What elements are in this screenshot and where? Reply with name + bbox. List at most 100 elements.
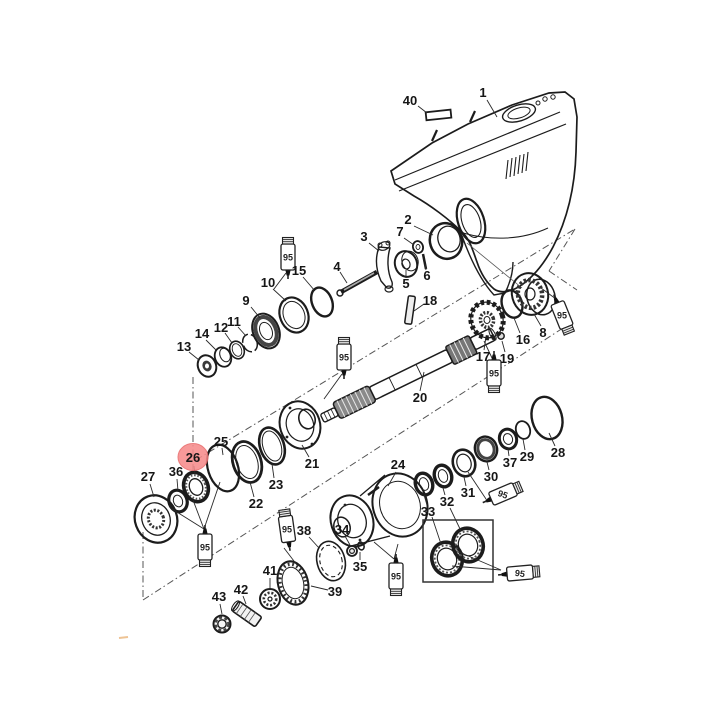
callout-4[interactable]: 4 — [333, 259, 348, 284]
tube-label: 95 — [391, 572, 401, 582]
callout-3[interactable]: 3 — [360, 229, 380, 252]
part-number-label[interactable]: 19 — [500, 351, 514, 366]
part-number-label[interactable]: 6 — [423, 268, 430, 283]
part-number-label[interactable]: 41 — [263, 563, 277, 578]
tube-nozzle — [491, 354, 497, 360]
part-number-label[interactable]: 36 — [169, 464, 183, 479]
tube-nozzle — [285, 270, 291, 276]
callout-34[interactable]: 34 — [335, 522, 351, 546]
part-39-tab-washer — [276, 560, 310, 606]
callout-42[interactable]: 42 — [234, 582, 248, 605]
part-number-label[interactable]: 38 — [297, 523, 311, 538]
callout-17[interactable]: 17 — [476, 336, 490, 364]
tube-nozzle — [286, 541, 292, 548]
part-number-label[interactable]: 37 — [503, 455, 517, 470]
callout-31[interactable]: 31 — [461, 476, 475, 500]
part-22-ring — [230, 440, 264, 484]
callout-21[interactable]: 21 — [301, 444, 319, 471]
callout-16[interactable]: 16 — [513, 317, 530, 347]
callout-30[interactable]: 30 — [484, 461, 498, 484]
part-number-label[interactable]: 20 — [413, 390, 427, 405]
callout-23[interactable]: 23 — [269, 463, 283, 492]
part-number-label[interactable]: 5 — [402, 276, 409, 291]
callout-28[interactable]: 28 — [548, 432, 565, 460]
callout-36[interactable]: 36 — [169, 464, 183, 492]
part-number-label[interactable]: 25 — [214, 434, 228, 449]
callout-10[interactable]: 10 — [261, 275, 287, 302]
part-number-label[interactable]: 10 — [261, 275, 275, 290]
callout-43[interactable]: 43 — [212, 589, 226, 615]
part-number-label[interactable]: 28 — [551, 445, 565, 460]
part-18-dowel-pin — [404, 295, 416, 325]
callout-6[interactable]: 6 — [423, 263, 431, 283]
part-number-label[interactable]: 22 — [249, 496, 263, 511]
callout-15[interactable]: 15 — [292, 263, 316, 292]
part-43-prop-nut — [212, 614, 232, 634]
callout-1[interactable]: 1 — [479, 85, 498, 118]
callout-25[interactable]: 25 — [214, 434, 228, 456]
callout-37[interactable]: 37 — [503, 448, 517, 470]
callout-14[interactable]: 14 — [195, 326, 217, 351]
callout-41[interactable]: 41 — [263, 563, 277, 588]
callout-8[interactable]: 8 — [533, 313, 547, 340]
callout-24[interactable]: 24 — [387, 457, 406, 487]
part-number-label[interactable]: 33 — [421, 504, 435, 519]
callout-32[interactable]: 32 — [440, 487, 462, 532]
part-number-label[interactable]: 16 — [516, 332, 530, 347]
part-number-label[interactable]: 24 — [391, 457, 406, 472]
part-number-label[interactable]: 31 — [461, 485, 475, 500]
callout-22[interactable]: 22 — [249, 481, 263, 511]
part-number-label[interactable]: 26 — [186, 450, 200, 465]
part-number-label[interactable]: 7 — [396, 224, 403, 239]
part-number-label[interactable]: 23 — [269, 477, 283, 492]
callout-18[interactable]: 18 — [413, 293, 437, 312]
part-number-label[interactable]: 32 — [440, 494, 454, 509]
part-number-label[interactable]: 9 — [242, 293, 249, 308]
callout-27[interactable]: 27 — [141, 469, 155, 498]
callout-5[interactable]: 5 — [402, 270, 410, 291]
part-number-label[interactable]: 17 — [476, 349, 490, 364]
tube-nozzle — [202, 528, 208, 534]
part-number-label[interactable]: 12 — [214, 320, 228, 335]
part-2-bearing-cup — [428, 221, 464, 261]
callout-39[interactable]: 39 — [310, 584, 342, 599]
callout-38[interactable]: 38 — [297, 523, 320, 549]
callout-29[interactable]: 29 — [520, 438, 534, 464]
callout-13[interactable]: 13 — [177, 339, 200, 361]
part-number-label[interactable]: 29 — [520, 449, 534, 464]
part-number-label[interactable]: 35 — [353, 559, 367, 574]
part-number-label[interactable]: 15 — [292, 263, 306, 278]
part-37-ring — [497, 427, 519, 451]
part-number-label[interactable]: 14 — [195, 326, 210, 341]
part-number-label[interactable]: 11 — [227, 314, 241, 329]
callout-33[interactable]: 33 — [421, 494, 442, 545]
part-number-label[interactable]: 40 — [403, 93, 417, 108]
callout-19[interactable]: 19 — [500, 340, 514, 366]
part-33-seal — [413, 471, 435, 497]
part-number-label[interactable]: 2 — [404, 212, 411, 227]
part-number-label[interactable]: 39 — [328, 584, 342, 599]
callout-11[interactable]: 11 — [227, 314, 247, 337]
part-number-label[interactable]: 13 — [177, 339, 191, 354]
part-number-label[interactable]: 18 — [423, 293, 437, 308]
part-number-label[interactable]: 34 — [335, 522, 350, 537]
callout-2[interactable]: 2 — [404, 212, 434, 236]
callout-7[interactable]: 7 — [396, 224, 415, 246]
part-number-label[interactable]: 21 — [305, 456, 319, 471]
part-number-label[interactable]: 30 — [484, 469, 498, 484]
callout-40[interactable]: 40 — [403, 93, 428, 114]
part-number-label[interactable]: 43 — [212, 589, 226, 604]
callout-12[interactable]: 12 — [214, 320, 233, 344]
part-number-label[interactable]: 8 — [539, 325, 546, 340]
part-number-label[interactable]: 27 — [141, 469, 155, 484]
part-34-nut — [346, 545, 358, 557]
callout-35[interactable]: 35 — [353, 552, 367, 574]
part-number-label[interactable]: 3 — [360, 229, 367, 244]
part-number-label[interactable]: 4 — [333, 259, 341, 274]
callout-9[interactable]: 9 — [242, 293, 261, 319]
part-number-label[interactable]: 42 — [234, 582, 248, 597]
tube-label: 95 — [200, 543, 210, 553]
callout-26[interactable]: 26 — [177, 443, 209, 475]
callout-20[interactable]: 20 — [413, 371, 427, 405]
part-number-label[interactable]: 1 — [479, 85, 486, 100]
